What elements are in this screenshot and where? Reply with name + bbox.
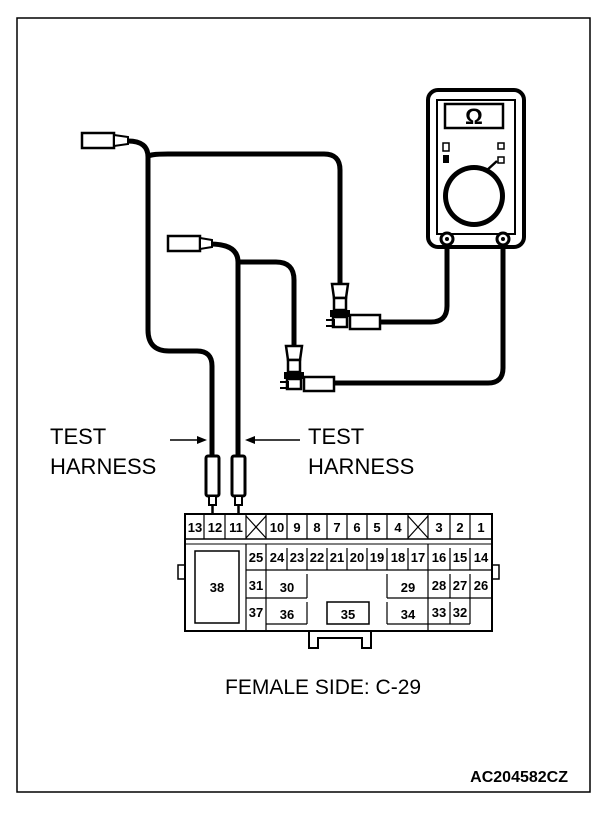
pin-8: 8 [313, 520, 320, 535]
multimeter: Ω [426, 88, 526, 249]
figure-frame [16, 17, 591, 793]
harness-wire-right-branch [235, 259, 297, 349]
pin-24: 24 [270, 550, 285, 565]
meter-display [443, 102, 505, 130]
cavity-38 [194, 550, 240, 624]
probe-clip-2 [280, 344, 336, 393]
ohm-symbol: Ω [465, 104, 483, 129]
figure-id: AC204582CZ [470, 769, 568, 786]
harness-probe-left [204, 454, 221, 514]
pin-18: 18 [391, 550, 405, 565]
pin-5: 5 [373, 520, 380, 535]
mode-button-icon [442, 142, 450, 152]
mode-button-icon [497, 156, 505, 164]
pin-38: 38 [210, 580, 224, 595]
pin-23: 23 [290, 550, 304, 565]
cavity-35 [326, 601, 370, 625]
pin-10: 10 [270, 520, 284, 535]
pin-7: 7 [333, 520, 340, 535]
pin-22: 22 [310, 550, 324, 565]
pin-28: 28 [432, 578, 446, 593]
pin-20: 20 [350, 550, 364, 565]
meter-lead-2 [330, 244, 506, 386]
pin-4: 4 [394, 520, 402, 535]
mode-button-icon [497, 142, 505, 150]
harness-probe-right [230, 454, 247, 514]
pin-6: 6 [353, 520, 360, 535]
test-harness-label-right-line2: HARNESS [308, 454, 414, 479]
pin-12: 12 [208, 520, 222, 535]
harness-wire-left-branch [145, 151, 343, 287]
test-harness-label-right-line1: TEST [308, 424, 364, 449]
pin-29: 29 [401, 580, 415, 595]
connector-caption: FEMALE SIDE: C-29 [225, 676, 421, 699]
pin-1: 1 [477, 520, 484, 535]
blank-cavity-icon [245, 515, 267, 539]
pin-31: 31 [249, 578, 263, 593]
pin-2: 2 [456, 520, 463, 535]
pin-14: 14 [474, 550, 489, 565]
pin-26: 26 [474, 578, 488, 593]
pin-27: 27 [453, 578, 467, 593]
pin-9: 9 [293, 520, 300, 535]
pin-33: 33 [432, 605, 446, 620]
pin-37: 37 [249, 605, 263, 620]
pin-3: 3 [435, 520, 442, 535]
pin-32: 32 [453, 605, 467, 620]
probe-clip-1 [326, 282, 382, 331]
mode-button-icon [443, 155, 449, 163]
harness-end-cap-1 [80, 131, 116, 150]
pin-15: 15 [453, 550, 467, 565]
meter-lead-1 [377, 244, 450, 325]
pin-30: 30 [280, 580, 294, 595]
pin-35: 35 [341, 607, 355, 622]
pin-13: 13 [188, 520, 202, 535]
harness-end-cap-2 [166, 234, 202, 253]
pin-25: 25 [249, 550, 263, 565]
test-harness-label-left-line1: TEST [50, 424, 106, 449]
pin-21: 21 [330, 550, 344, 565]
blank-cavity-icon [407, 515, 429, 539]
pin-17: 17 [411, 550, 425, 565]
pin-19: 19 [370, 550, 384, 565]
harness-wire-left [125, 138, 215, 459]
pin-16: 16 [432, 550, 446, 565]
pin-34: 34 [401, 607, 416, 622]
pin-11: 11 [229, 520, 243, 535]
test-harness-label-left-line2: HARNESS [50, 454, 156, 479]
pin-36: 36 [280, 607, 294, 622]
connector-c29: 13 12 11 10 9 8 7 6 5 4 3 2 1 38 [177, 513, 500, 649]
